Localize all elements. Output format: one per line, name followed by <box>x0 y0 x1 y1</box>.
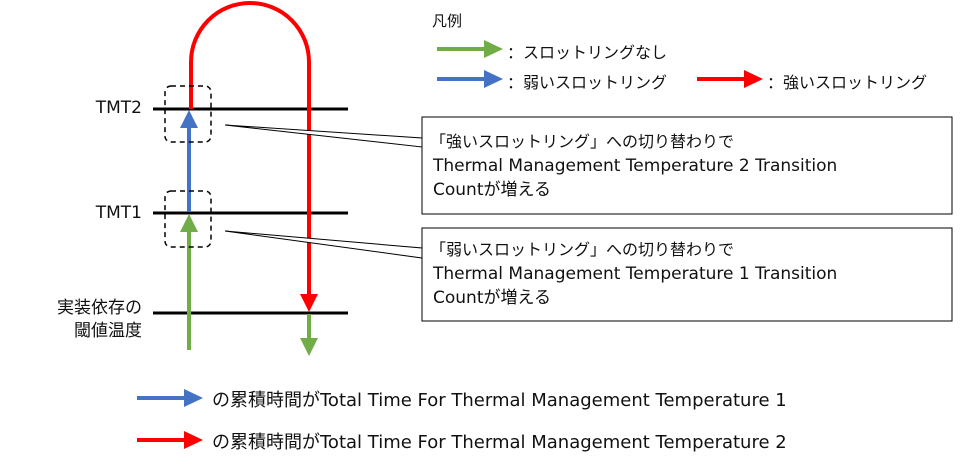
threshold-label-line2: 閾値温度 <box>74 321 142 341</box>
legend-weak-throttling-label: ：弱いスロットリング <box>507 73 668 92</box>
legend-no-throttling-label: ：スロットリングなし <box>507 43 668 62</box>
callout-tmt2-line1: 「強いスロットリング」への切り替わりで <box>430 132 735 151</box>
red-down-arrowhead <box>300 294 318 312</box>
callout-tmt1-line3: Countが増える <box>433 288 551 308</box>
legend-title: 凡例 <box>432 12 463 30</box>
bottom-blue-arrow-icon <box>137 389 203 407</box>
callout-pointer-tmt2 <box>224 124 423 148</box>
threshold-label-line1: 実装依存の <box>57 298 142 318</box>
legend-red-arrow-icon <box>697 70 763 88</box>
callout-pointer-tmt1 <box>224 230 423 259</box>
red-throttling-path <box>189 1 311 295</box>
tmt1-label: TMT1 <box>95 203 142 223</box>
callout-box-tmt1 <box>421 227 953 322</box>
green-down-arrowhead <box>300 338 318 356</box>
callout-tmt1-line2: Thermal Management Temperature 1 Transit… <box>433 264 838 284</box>
callout-tmt1-line1: 「弱いスロットリング」への切り替わりで <box>430 240 735 259</box>
legend-green-arrow-icon <box>437 40 503 58</box>
green-up-arrowhead-tmt1 <box>180 214 198 232</box>
callout-box-tmt2 <box>421 116 953 215</box>
bottom-note-blue: の累積時間がTotal Time For Thermal Management … <box>212 390 787 411</box>
bottom-note-red: の累積時間がTotal Time For Thermal Management … <box>212 432 787 453</box>
callout-tmt2-line3: Countが増える <box>433 180 551 200</box>
tmt2-transition-dashed-box <box>164 85 212 143</box>
legend-blue-arrow-icon <box>437 70 503 88</box>
callout-tmt2-line2: Thermal Management Temperature 2 Transit… <box>433 156 838 176</box>
bottom-red-arrow-icon <box>137 431 203 449</box>
legend-strong-throttling-label: ：強いスロットリング <box>767 73 928 92</box>
blue-up-arrowhead-tmt2 <box>180 110 198 128</box>
tmt2-label: TMT2 <box>95 98 142 118</box>
tmt1-transition-dashed-box <box>164 190 212 248</box>
